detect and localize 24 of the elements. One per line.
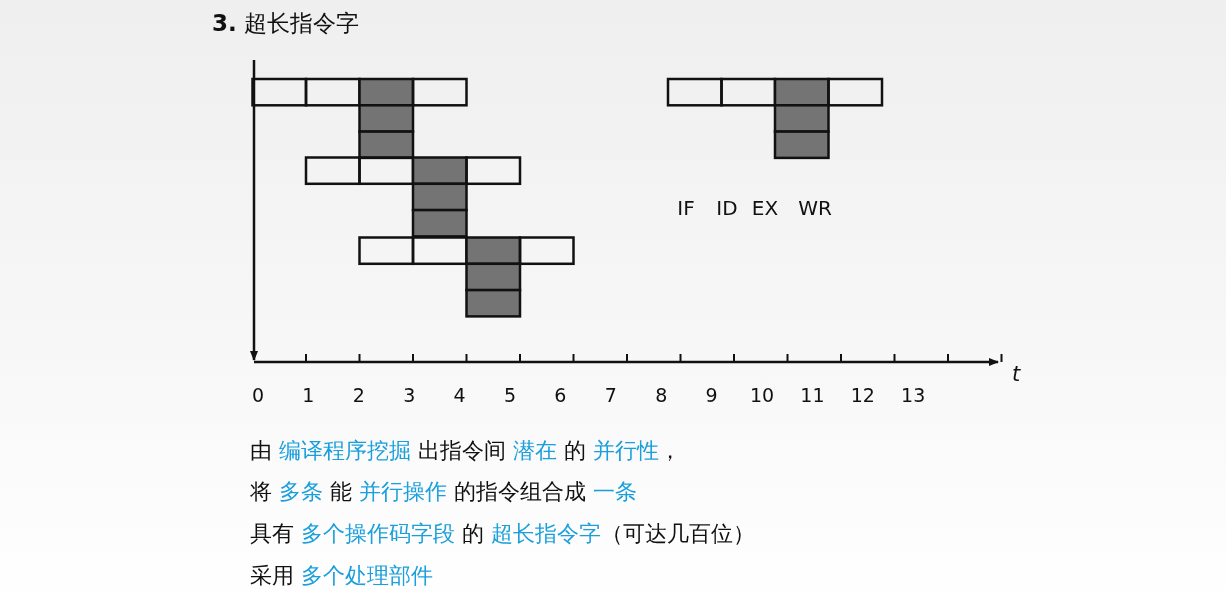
- axis-label: t: [1012, 362, 1021, 386]
- stage-label: IF: [677, 196, 695, 220]
- tick-label: 10: [749, 384, 775, 406]
- stage-label: WR: [798, 196, 832, 220]
- tick-label: 7: [604, 384, 617, 406]
- tick-label: 5: [503, 384, 517, 406]
- tick-label: 6: [554, 384, 567, 406]
- description-text: 具有 多个操作码字段 的 超长指令字（可达几百位）: [250, 520, 755, 548]
- description-text: 采用 多个处理部件: [250, 562, 433, 590]
- description-text: 将 多条 能 并行操作 的指令组合成 一条: [250, 478, 637, 506]
- tick-label: 1: [302, 384, 315, 406]
- stage-label: ID: [716, 196, 738, 220]
- tick-label: 2: [352, 384, 365, 406]
- description-text: 由 编译程序挖掘 出指令间 潜在 的 并行性，: [250, 437, 681, 465]
- tick-label: 4: [453, 384, 466, 406]
- tick-label: 13: [901, 384, 926, 406]
- tick-label: 9: [705, 384, 718, 406]
- tick-label: 0: [251, 384, 265, 406]
- stage-label: EX: [751, 196, 779, 220]
- title: 3. 超长指令字: [212, 9, 360, 38]
- tick-label: 12: [850, 384, 875, 406]
- tick-label: 11: [800, 384, 825, 406]
- tick-label: 8: [655, 384, 668, 406]
- tick-label: 3: [403, 384, 416, 406]
